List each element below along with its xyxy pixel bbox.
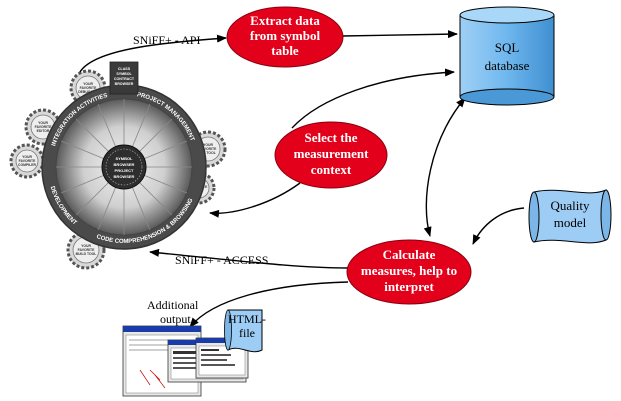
api-arrow (79, 34, 227, 73)
sniff-wheel-illustration: YOUR FAVORITE DEBUGGER YOUR FAVORITE EDI… (9, 61, 227, 270)
calculate-line: Calculate (383, 247, 436, 262)
db-calculate-arrow (423, 97, 466, 237)
wheel-top-tab: CLASS SYMBOL CONTRACT BROWSER (109, 61, 139, 95)
hub-label: BROWSER (114, 174, 135, 179)
gear-label: FAVORITE (19, 159, 36, 163)
gear-label: CM TOOL (200, 151, 216, 155)
gear-label: FAVORITE (80, 86, 97, 90)
select-to-wheel-arrow (209, 182, 301, 218)
html-file-label: file (239, 326, 255, 340)
hub-label: SYMBOL (115, 156, 133, 161)
select-to-db-arrow (291, 68, 455, 129)
hub-label: BROWSER (114, 162, 135, 167)
output-screenshots (122, 325, 249, 397)
html-file-scroll: HTML- file (224, 309, 266, 353)
arrows (79, 30, 525, 328)
hub-label: PROJECT (115, 168, 134, 173)
tab-label: BROWSER (115, 82, 134, 86)
quality-to-calculate-arrow (472, 207, 525, 245)
gear-label: BUILD TOOL (76, 252, 97, 256)
gear-label: YOUR (38, 121, 48, 125)
gear-left-lower: YOUR FAVORITE COMPILER (9, 143, 45, 179)
gear-label: EDITOR (37, 129, 50, 133)
gear-label: COMPILER (18, 163, 36, 167)
api-label: SNiFF+ - API (133, 33, 200, 47)
output-arrow (189, 281, 349, 328)
gear-label: FAVORITE (200, 147, 217, 151)
access-arrow (149, 248, 349, 269)
output-window-front (195, 337, 249, 379)
tab-label: SYMBOL (116, 72, 132, 76)
quality-model-scroll: Quality model (528, 189, 612, 244)
tab-label: CONTRACT (114, 77, 135, 81)
gear-label: YOUR (83, 82, 93, 86)
gear-label: YOUR (22, 155, 32, 159)
gear-label: YOUR (81, 244, 91, 248)
additional-output-label: output (160, 312, 191, 326)
select-context-node: Select the measurement context (274, 121, 388, 189)
calculate-line: measures, help to (361, 263, 457, 278)
select-line: context (311, 162, 352, 177)
additional-output-label: Additional (147, 298, 199, 312)
quality-label: model (554, 215, 587, 230)
select-line: measurement (294, 146, 370, 161)
extract-line: table (271, 43, 299, 58)
access-label: SNiFF+ - ACCESS (175, 253, 268, 267)
extract-line: from symbol (250, 28, 321, 43)
db-label: SQL (495, 40, 520, 55)
html-file-label: HTML- (228, 312, 266, 326)
extract-to-db-arrow (341, 30, 458, 39)
select-line: Select the (304, 130, 357, 145)
wheel-hub (101, 144, 147, 190)
extract-line: Extract data (250, 13, 320, 28)
extract-data-node: Extract data from symbol table (226, 6, 344, 68)
gear-label: FAVORITE (35, 125, 52, 129)
gear-label: FAVORITE (78, 248, 95, 252)
tab-label: CLASS (118, 67, 131, 71)
sql-database-cylinder: SQL database (459, 6, 555, 106)
gear-label: DEBUGGER (78, 90, 98, 94)
gear-label: YOUR (203, 143, 213, 147)
calculate-measures-node: Calculate measures, help to interpret (346, 239, 472, 305)
quality-label: Quality (551, 198, 590, 213)
db-label: database (485, 58, 530, 73)
calculate-line: interpret (384, 279, 434, 294)
